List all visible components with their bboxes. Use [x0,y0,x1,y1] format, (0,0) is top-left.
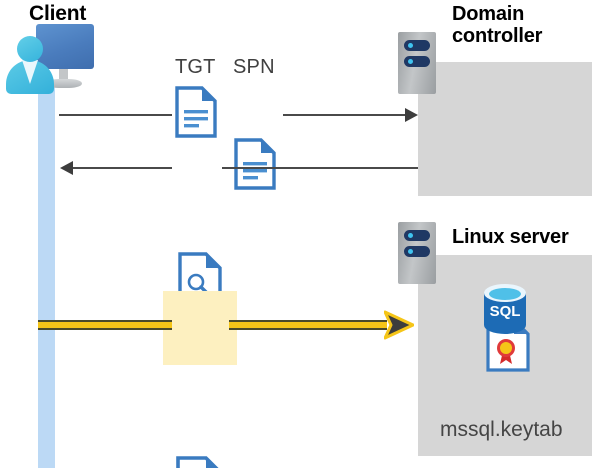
server-bay-2 [404,56,430,67]
highlight-box [163,291,237,365]
server-bay-2 [404,246,430,257]
response-line-right-segment [222,167,418,169]
response-arrowhead-icon [60,161,73,175]
keytab-filename-label: mssql.keytab [440,418,563,441]
server-led-icon [408,59,413,64]
auth-flow-arrowhead-icon [383,310,415,340]
client-lifeline [38,86,55,468]
domain-controller-title: Domain controller [452,3,543,48]
spn-label: SPN [233,56,275,78]
server-led-icon [408,43,413,48]
request-line-left-segment [59,114,172,116]
person-head-icon [17,36,43,62]
monitor-screen-icon [36,24,94,69]
monitor-neck-icon [59,69,68,81]
monitor-base-icon [46,79,82,88]
server-led-icon [408,249,413,254]
request-line-right-segment [283,114,405,116]
request-arrowhead-icon [405,108,418,122]
sql-database-icon: SQL [481,283,529,340]
server-led-icon [408,233,413,238]
document-icon-spn [234,138,600,190]
auth-flow-line-left-segment [38,320,172,330]
client-icon [4,24,96,96]
linux-server-title: Linux server [452,226,569,248]
server-rack-icon-domain-controller [398,32,436,94]
server-bay-1 [404,230,430,241]
server-rack-icon-linux [398,222,436,284]
tgt-label: TGT [175,56,216,78]
domain-controller-panel [418,62,592,196]
key-document-icon-auth [176,456,600,468]
server-bay-1 [404,40,430,51]
client-title: Client [29,2,87,25]
sql-badge-text: SQL [490,303,521,320]
auth-flow-line-right-segment [229,320,387,330]
response-line-left-segment [73,167,172,169]
document-icon-tgt [175,86,600,138]
key-document-icon-response [178,252,600,306]
